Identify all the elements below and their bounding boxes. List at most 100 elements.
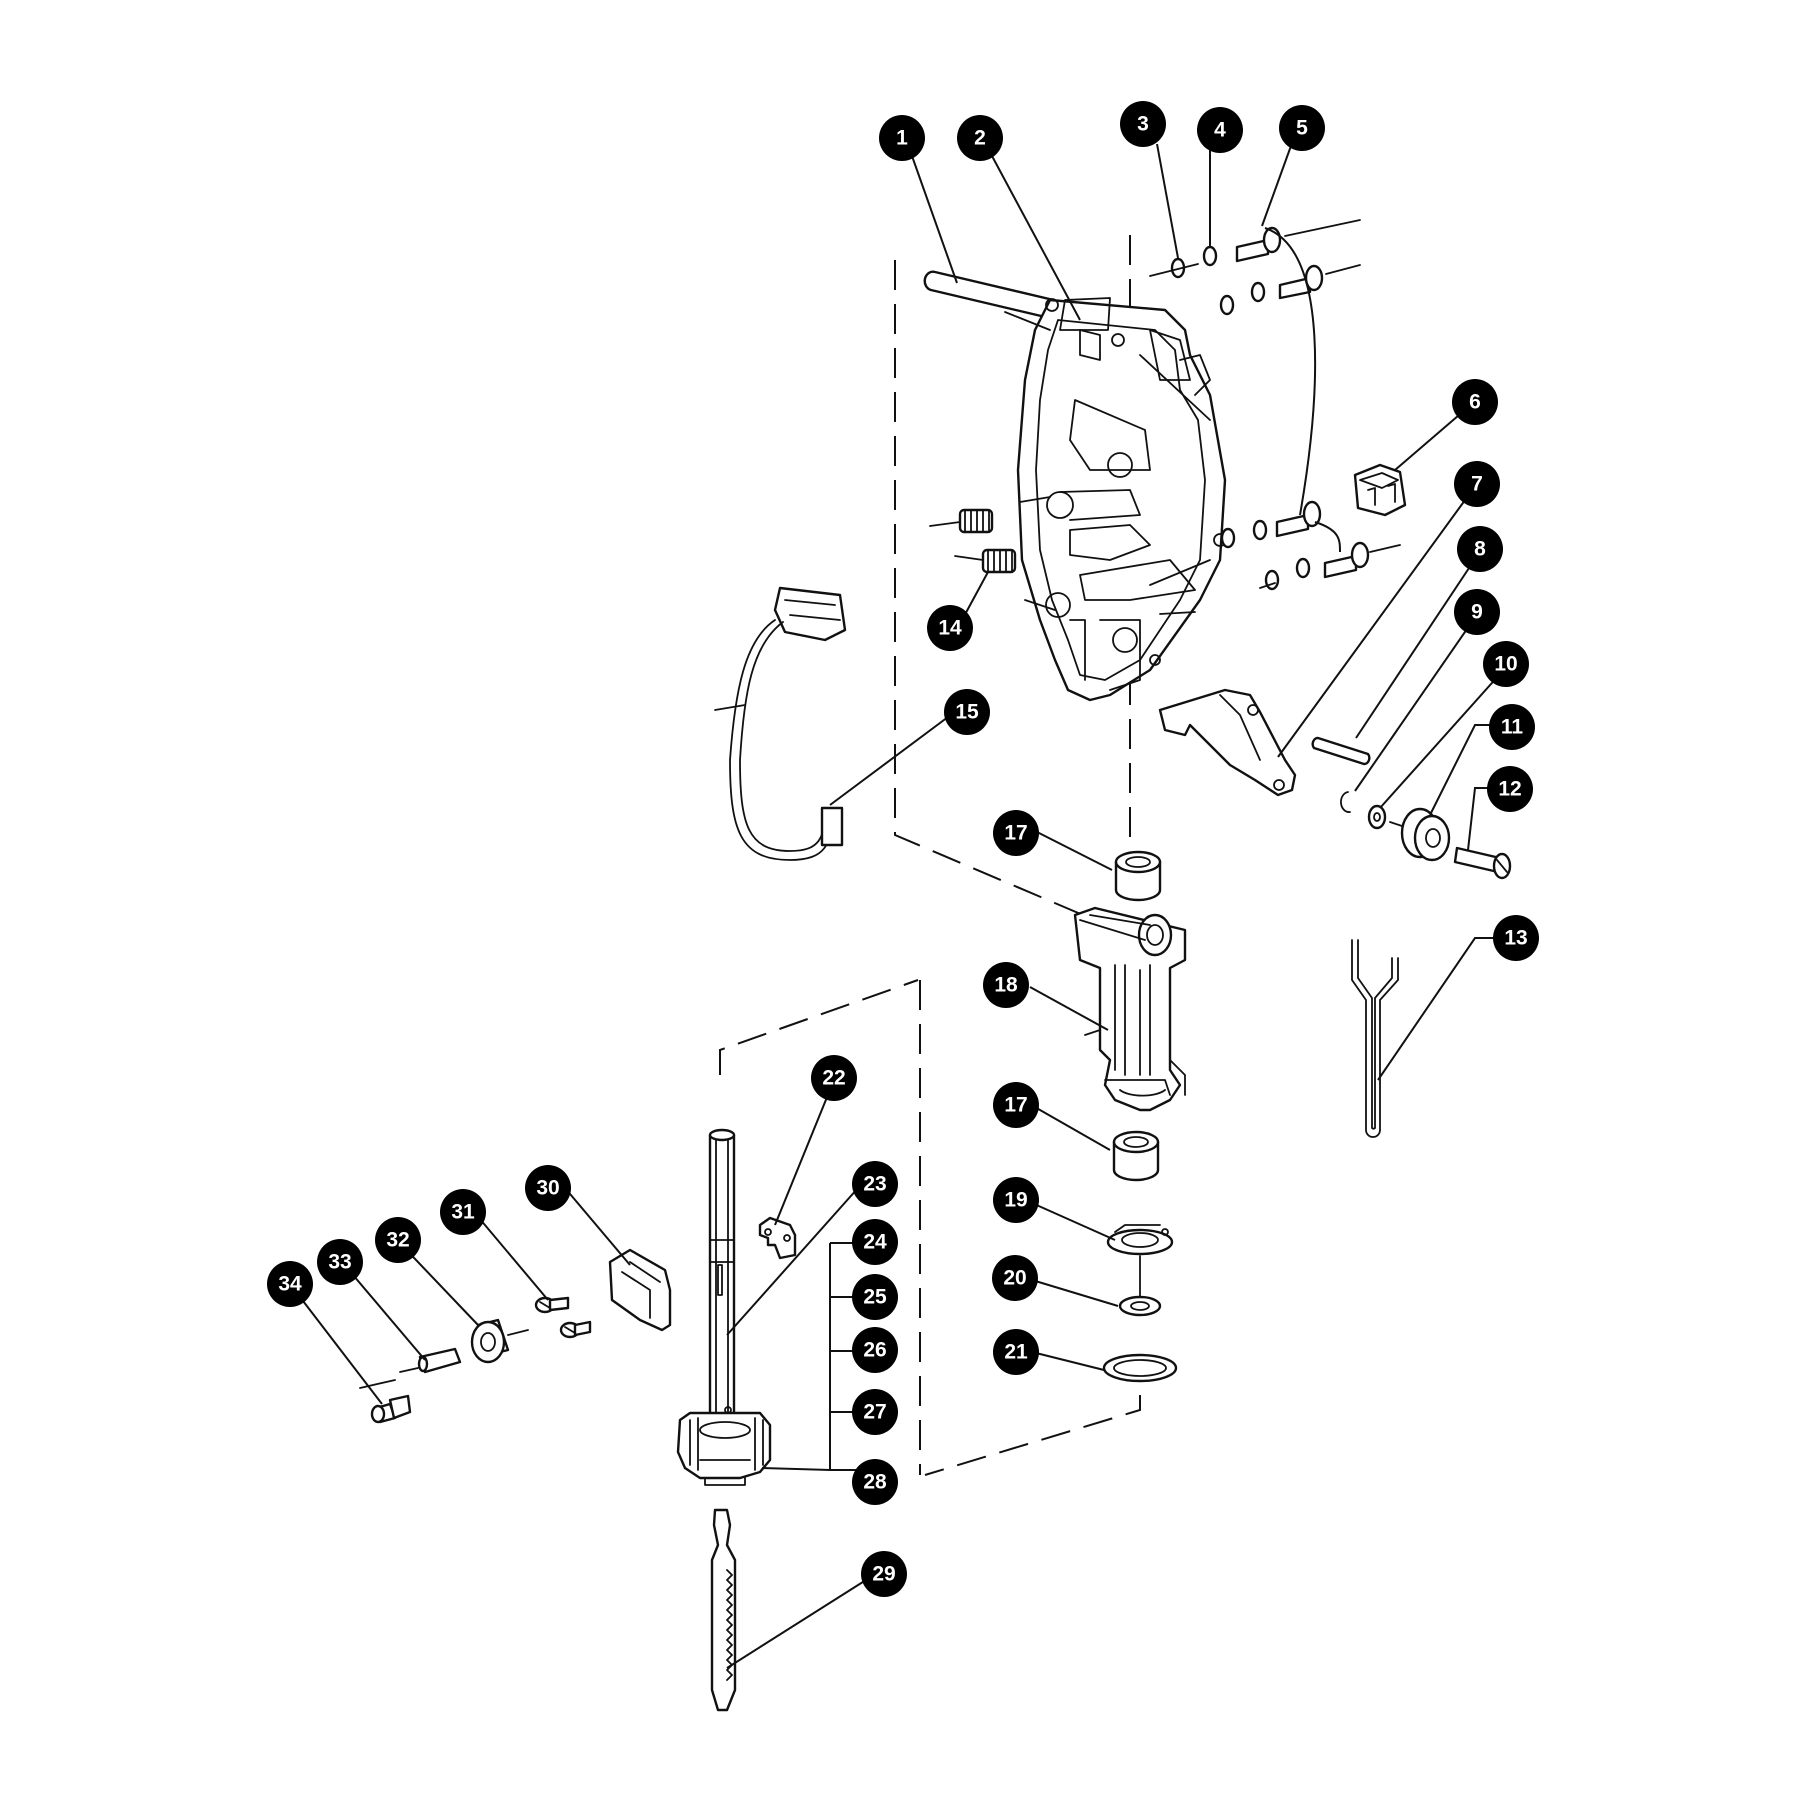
callout-number: 25 <box>863 1286 887 1309</box>
part-33-pin <box>341 1261 462 1374</box>
callout-c12: 12 <box>1487 766 1533 812</box>
callout-c8: 8 <box>1457 526 1503 572</box>
callout-circle <box>1197 107 1243 153</box>
callout-c4: 4 <box>1197 107 1243 153</box>
part-6-switch-block <box>1353 402 1474 517</box>
callout-number: 17 <box>1004 1094 1027 1117</box>
part-15-cable <box>714 586 949 861</box>
part-17-bushing-lower <box>1032 1105 1160 1182</box>
callout-circle <box>993 1082 1039 1128</box>
callout-c10: 10 <box>1483 641 1529 687</box>
callout-c7: 7 <box>1454 461 1500 507</box>
part-28-blade-holder <box>676 1242 856 1486</box>
callout-c14: 14 <box>927 605 973 651</box>
part-22-clamp <box>758 1079 835 1260</box>
callout-c15: 15 <box>944 689 990 735</box>
part-21-ring <box>1031 1351 1178 1383</box>
callout-circle <box>927 605 973 651</box>
callout-c29: 29 <box>861 1551 907 1597</box>
callout-number: 34 <box>278 1273 302 1296</box>
callout-circle <box>1452 379 1498 425</box>
callout-number: 10 <box>1494 653 1517 676</box>
callout-number: 4 <box>1214 119 1226 142</box>
callout-c9: 9 <box>1454 589 1500 635</box>
callout-number: 3 <box>1137 113 1149 136</box>
part-5-screws <box>1235 131 1401 579</box>
callout-circle <box>525 1165 571 1211</box>
callout-circle <box>1120 101 1166 147</box>
callout-circle <box>993 1177 1039 1223</box>
part-18-plunger-guide <box>1029 906 1187 1112</box>
part-12-screw <box>1453 787 1512 880</box>
callout-circle <box>852 1161 898 1207</box>
callout-circle <box>375 1217 421 1263</box>
callout-circle <box>852 1219 898 1265</box>
callout-circle <box>983 962 1029 1008</box>
callout-circle <box>1279 105 1325 151</box>
callout-circle <box>852 1327 898 1373</box>
part-4-nut <box>1202 148 1266 303</box>
callout-number: 30 <box>536 1177 559 1200</box>
callout-c2: 2 <box>957 115 1003 161</box>
callout-number: 11 <box>1501 716 1524 739</box>
callout-number: 28 <box>863 1471 887 1494</box>
callout-c11: 11 <box>1489 704 1535 750</box>
callout-number: 18 <box>994 974 1018 997</box>
part-23-plunger-shaft <box>708 1128 859 1432</box>
callout-number: 32 <box>386 1229 409 1252</box>
callout-number: 7 <box>1471 473 1483 496</box>
callout-circle <box>1493 915 1539 961</box>
callout-c20: 20 <box>992 1255 1038 1301</box>
callout-number: 9 <box>1471 601 1483 624</box>
part-11-bearing <box>1389 724 1507 862</box>
callout-circle <box>1487 766 1533 812</box>
callout-c5: 5 <box>1279 105 1325 151</box>
callout-c31: 31 <box>440 1189 486 1235</box>
callout-circle <box>317 1239 363 1285</box>
callout-number: 19 <box>1004 1189 1027 1212</box>
callout-circle <box>852 1459 898 1505</box>
callout-number: 24 <box>863 1231 887 1254</box>
callout-number: 13 <box>1504 927 1527 950</box>
callout-number: 22 <box>822 1067 845 1090</box>
callout-circle <box>852 1274 898 1320</box>
callout-number: 23 <box>863 1173 886 1196</box>
callout-number: 17 <box>1004 822 1027 845</box>
callout-c3: 3 <box>1120 101 1166 147</box>
callout-c6: 6 <box>1452 379 1498 425</box>
callout-c34: 34 <box>267 1261 313 1307</box>
callout-c17b: 17 <box>993 1082 1039 1128</box>
callout-circle <box>267 1261 313 1307</box>
part-32-roller <box>396 1239 529 1364</box>
callout-c1: 1 <box>879 115 925 161</box>
callout-c21: 21 <box>993 1329 1039 1375</box>
callout-number: 31 <box>451 1201 475 1224</box>
callout-c18: 18 <box>983 962 1029 1008</box>
part-1-pin <box>911 155 1067 322</box>
callout-number: 8 <box>1474 538 1486 561</box>
part-13-wire-spring <box>1351 937 1513 1138</box>
callout-circle <box>440 1189 486 1235</box>
callout-circle <box>852 1389 898 1435</box>
part-34-bolt <box>289 1283 412 1424</box>
part-8-pin <box>1311 552 1480 766</box>
part-31-screws <box>473 1211 592 1339</box>
callout-number: 1 <box>896 127 908 150</box>
callout-c32: 32 <box>375 1217 421 1263</box>
callout-number: 6 <box>1469 391 1481 414</box>
callout-c17a: 17 <box>993 810 1039 856</box>
callout-c19: 19 <box>993 1177 1039 1223</box>
part-14-springs <box>929 508 1017 621</box>
callout-number: 21 <box>1004 1341 1028 1364</box>
part-20-washer <box>1031 1255 1162 1317</box>
lower-washers <box>1220 519 1311 591</box>
callout-circle <box>1483 641 1529 687</box>
callout-number: 33 <box>328 1251 351 1274</box>
part-19-seal-plate <box>1031 1202 1174 1256</box>
callout-circle <box>944 689 990 735</box>
callout-c27: 27 <box>852 1389 898 1435</box>
callout-number: 20 <box>1003 1267 1026 1290</box>
part-9-circlip <box>1340 615 1477 813</box>
